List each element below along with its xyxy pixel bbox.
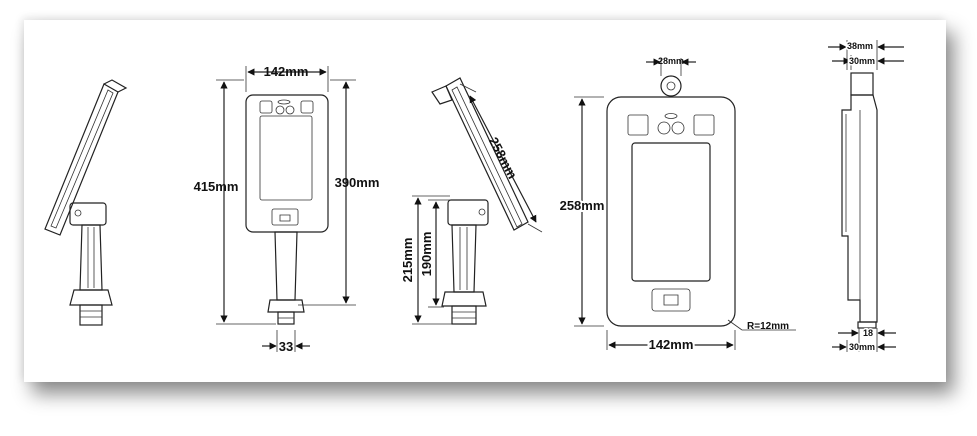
- panel-front-view: [574, 58, 796, 350]
- profile-top-b-label: 30mm: [849, 56, 875, 66]
- front-width-label: 142mm: [264, 64, 309, 79]
- pole-width-label: 33: [279, 339, 293, 354]
- profile-bottom-a-label: 18: [863, 328, 873, 338]
- front-total-height-label: 415mm: [194, 179, 239, 194]
- profile-top-a-label: 38mm: [847, 41, 873, 51]
- side-view-left: [44, 79, 128, 326]
- profile-bottom-b-label: 30mm: [849, 342, 875, 352]
- front-panel-height-label: 390mm: [335, 175, 380, 190]
- front-view: [216, 66, 356, 352]
- panel-width-label: 142mm: [649, 337, 694, 352]
- profile-view: [828, 40, 904, 352]
- corner-radius-label: R=12mm: [747, 321, 789, 332]
- side-view-right: [412, 77, 543, 325]
- camera-width-label: 28mm: [658, 56, 684, 66]
- panel-height-label: 258mm: [560, 198, 605, 213]
- side-height-b-label: 190mm: [419, 232, 434, 277]
- side-height-a-label: 215mm: [400, 238, 415, 283]
